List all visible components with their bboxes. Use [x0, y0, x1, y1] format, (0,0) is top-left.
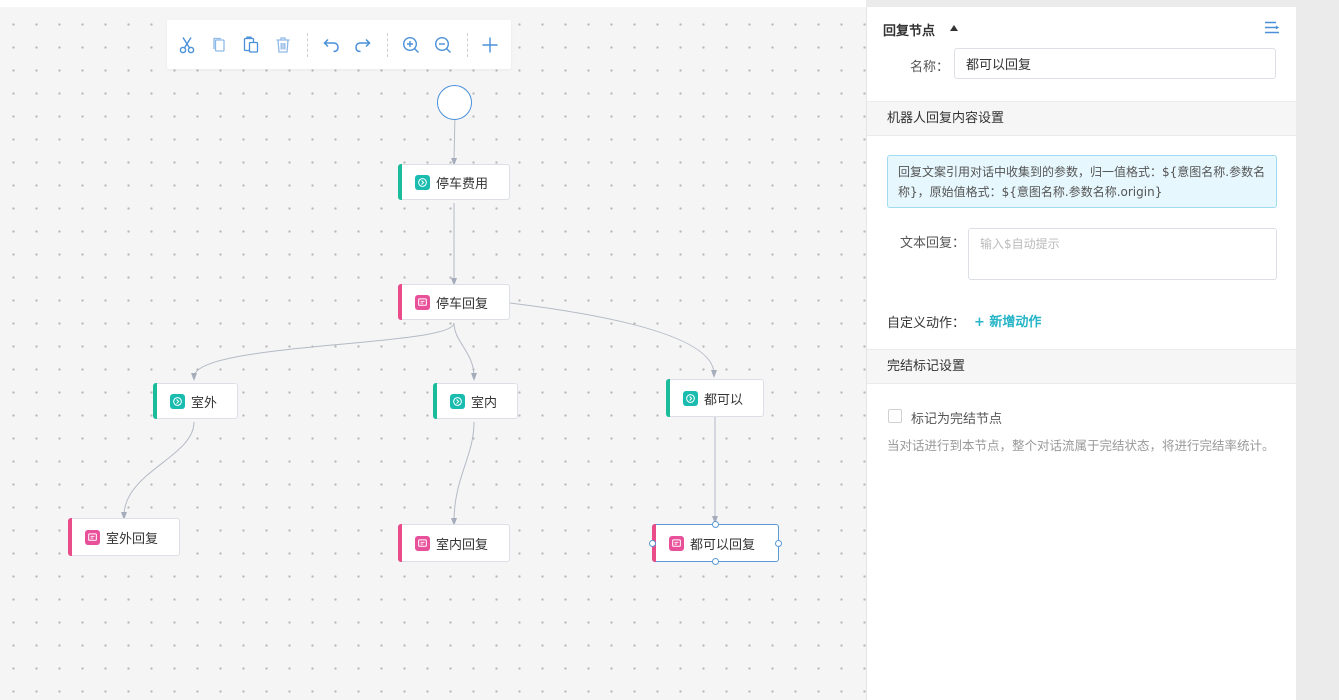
properties-panel: 回复节点 名称： 机器人回复内容设置 回复文案引用对话中收集到的参数，归一值格式… [866, 7, 1296, 700]
intent-icon [415, 174, 430, 190]
zoom-out-icon[interactable] [432, 34, 454, 56]
flow-canvas[interactable]: 停车费用 停车回复 室外 室内 都可以 室外回复 [0, 7, 866, 700]
reply-icon [669, 535, 684, 551]
add-action-link[interactable]: + 新增动作 [974, 315, 1042, 330]
caret-up-icon[interactable] [950, 25, 958, 31]
undo-icon[interactable] [320, 34, 342, 56]
node-either[interactable]: 都可以 [666, 379, 764, 417]
section-header-robot-reply: 机器人回复内容设置 [867, 101, 1296, 136]
finish-help-text: 当对话进行到本节点，整个对话流属于完结状态，将进行完结率统计。 [887, 438, 1275, 453]
anchor-handle-right[interactable] [775, 540, 782, 547]
add-icon[interactable] [479, 34, 501, 56]
toolbar-separator [387, 33, 388, 57]
node-outdoor[interactable]: 室外 [153, 383, 238, 419]
flow-edges [121, 112, 718, 526]
node-parking-fee[interactable]: 停车费用 [398, 164, 510, 200]
top-strip [0, 0, 866, 7]
reply-accent-bar [398, 284, 402, 320]
node-label: 都可以回复 [690, 537, 756, 553]
collapse-panel-icon[interactable] [1263, 19, 1281, 37]
node-label: 都可以 [704, 392, 744, 408]
mark-finish-checkbox[interactable] [888, 409, 902, 423]
anchor-handle-bottom[interactable] [712, 558, 719, 565]
paste-icon[interactable] [240, 34, 262, 56]
mark-finish-label: 标记为完结节点 [911, 412, 1003, 427]
cut-icon[interactable] [176, 34, 198, 56]
canvas-toolbar [167, 20, 511, 69]
edge-start-to-parking-fee [451, 112, 458, 166]
copy-icon[interactable] [208, 34, 230, 56]
panel-top-strip [866, 0, 1296, 7]
node-indoor-reply[interactable]: 室内回复 [398, 524, 510, 562]
intent-accent-bar [433, 383, 437, 419]
node-outdoor-reply[interactable]: 室外回复 [68, 518, 180, 556]
node-either-reply[interactable]: 都可以回复 [649, 521, 782, 565]
node-label: 室外回复 [106, 531, 159, 547]
node-label: 室内回复 [436, 537, 489, 553]
edge-parking-reply-to-outdoor [191, 322, 455, 381]
reply-accent-bar [68, 518, 72, 556]
anchor-handle-top[interactable] [712, 521, 719, 528]
redo-icon[interactable] [352, 34, 374, 56]
delete-icon[interactable] [272, 34, 294, 56]
node-name-input[interactable] [954, 48, 1276, 79]
panel-title: 回复节点 [883, 24, 936, 39]
intent-icon [450, 393, 465, 409]
intent-accent-bar [153, 383, 157, 419]
node-label: 停车回复 [436, 296, 489, 312]
reply-icon [415, 294, 430, 310]
edge-parking-reply-to-either [509, 302, 717, 378]
intent-icon [170, 393, 185, 409]
section-header-finish: 完结标记设置 [867, 349, 1296, 384]
node-indoor[interactable]: 室内 [433, 383, 518, 419]
node-label: 停车费用 [436, 176, 489, 192]
right-gutter [1296, 0, 1339, 700]
edge-parking-reply-to-indoor [453, 322, 477, 381]
text-reply-label: 文本回复： [900, 236, 966, 251]
toolbar-separator [307, 33, 308, 57]
zoom-in-icon[interactable] [400, 34, 422, 56]
custom-action-label: 自定义动作： [887, 316, 966, 331]
parameter-info-box: 回复文案引用对话中收集到的参数，归一值格式：${意图名称.参数名称}，原始值格式… [887, 155, 1277, 208]
reply-icon [85, 529, 100, 545]
anchor-handle-left[interactable] [649, 540, 656, 547]
reply-accent-bar [398, 524, 402, 562]
node-label: 室外 [191, 395, 218, 411]
node-label: 室内 [471, 395, 498, 411]
edge-outdoor-to-outdoor-reply [121, 421, 195, 520]
edge-indoor-to-indoor-reply [451, 421, 475, 526]
text-reply-input[interactable] [968, 228, 1277, 280]
reply-icon [415, 535, 430, 551]
name-label: 名称： [910, 60, 950, 75]
node-parking-reply[interactable]: 停车回复 [398, 284, 510, 320]
start-node[interactable] [437, 85, 472, 120]
toolbar-separator [467, 33, 468, 57]
intent-accent-bar [398, 164, 402, 200]
intent-accent-bar [666, 379, 670, 417]
intent-icon [683, 390, 698, 406]
